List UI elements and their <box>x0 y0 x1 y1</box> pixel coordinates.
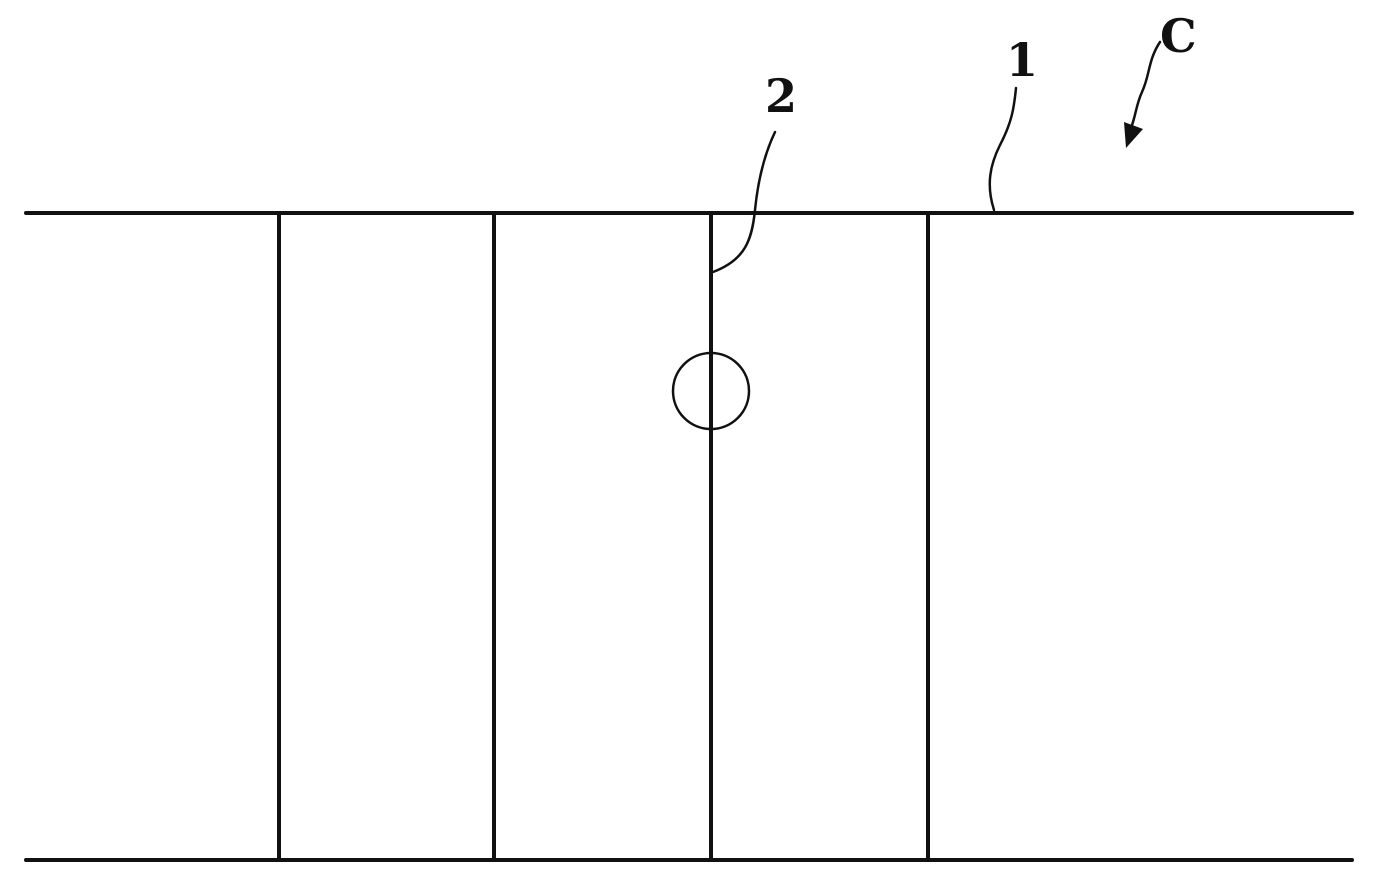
arrow-shaft-c <box>1129 40 1162 130</box>
leader-line-2 <box>711 130 777 274</box>
circle-marker <box>671 351 751 431</box>
label-view-c: C <box>1160 9 1197 63</box>
label-part-1: 1 <box>1006 33 1038 87</box>
arrow-head-c <box>1124 122 1143 148</box>
label-part-2: 2 <box>765 69 797 123</box>
leader-line-1 <box>988 86 1018 212</box>
